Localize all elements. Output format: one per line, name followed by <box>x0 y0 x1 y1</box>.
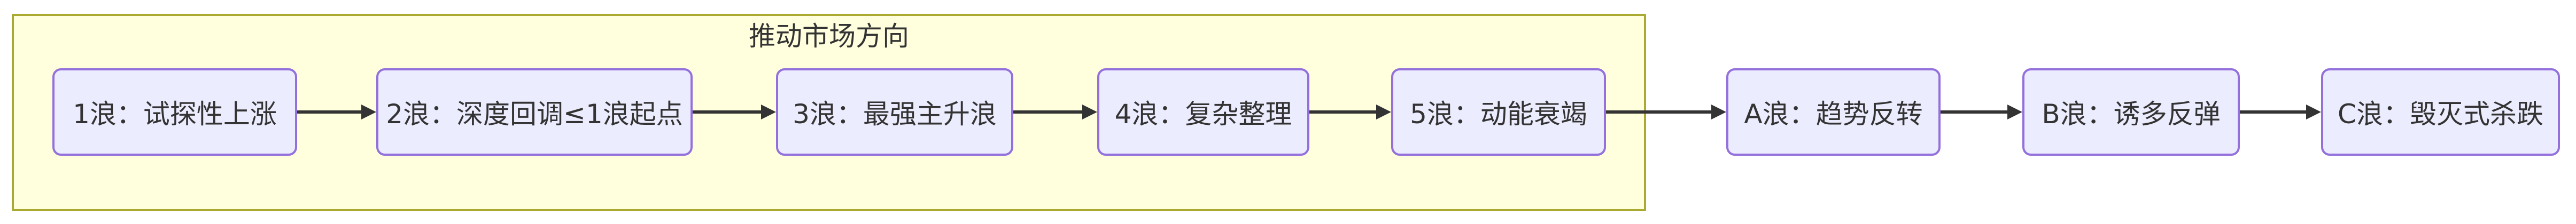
node-wave-3: 3浪：最强主升浪 <box>776 68 1013 156</box>
arrowhead-icon <box>2306 105 2321 119</box>
arrow-shaft <box>2240 110 2308 114</box>
arrow-wave3-to-wave4 <box>1013 99 1097 125</box>
cluster-title: 推动市场方向 <box>749 21 909 52</box>
node-wave-c: C浪：毁灭式杀跌 <box>2321 68 2560 156</box>
arrow-wave5-to-waveA <box>1606 99 1726 125</box>
node-wave-b: B浪：诱多反弹 <box>2022 68 2240 156</box>
arrow-waveA-to-waveB <box>1941 99 2022 125</box>
node-wave-1: 1浪：试探性上涨 <box>52 68 297 156</box>
arrow-shaft <box>1606 110 1713 114</box>
arrowhead-icon <box>761 105 776 119</box>
arrow-shaft <box>1941 110 2009 114</box>
arrow-shaft <box>1013 110 1084 114</box>
arrow-wave2-to-wave3 <box>693 99 776 125</box>
node-wave-2: 2浪：深度回调≤1浪起点 <box>376 68 693 156</box>
arrowhead-icon <box>2007 105 2022 119</box>
node-wave-4: 4浪：复杂整理 <box>1097 68 1309 156</box>
arrowhead-icon <box>1082 105 1097 119</box>
arrow-waveB-to-waveC <box>2240 99 2321 125</box>
arrow-wave4-to-wave5 <box>1309 99 1391 125</box>
node-wave-a: A浪：趋势反转 <box>1726 68 1941 156</box>
arrowhead-icon <box>1711 105 1726 119</box>
arrow-shaft <box>693 110 763 114</box>
arrow-shaft <box>297 110 363 114</box>
arrowhead-icon <box>1376 105 1391 119</box>
arrowhead-icon <box>361 105 376 119</box>
arrow-shaft <box>1309 110 1378 114</box>
arrow-wave1-to-wave2 <box>297 99 376 125</box>
node-wave-5: 5浪：动能衰竭 <box>1391 68 1606 156</box>
